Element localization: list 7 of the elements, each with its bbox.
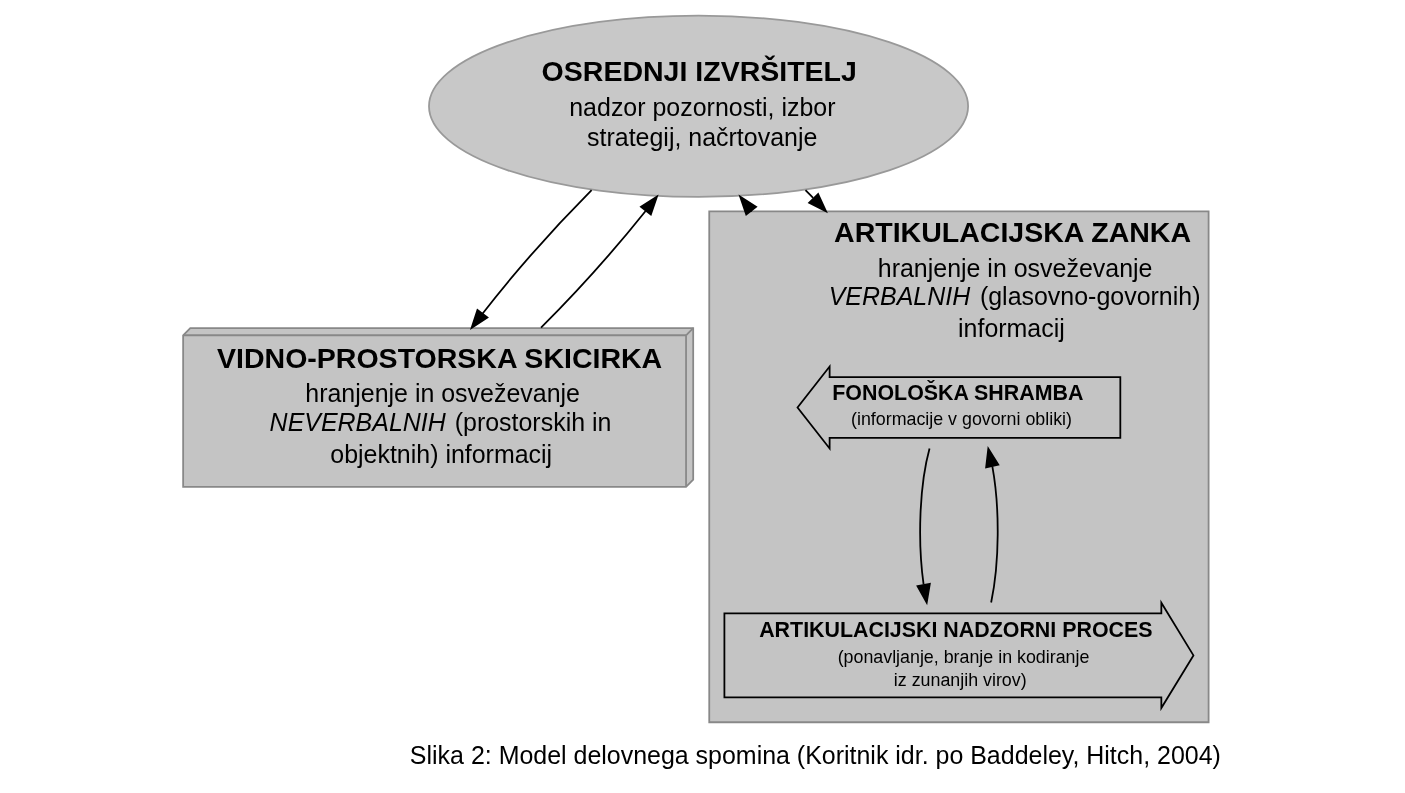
arrow: [738, 194, 758, 216]
arrow: [915, 447, 931, 606]
caption: Slika 2: Model delovnega spomina (Koritnik idr. po Baddeley, Hitch, 2004): [409, 740, 1221, 769]
arrow: [469, 189, 592, 331]
arrow: [804, 189, 828, 214]
arrow: [984, 445, 1000, 604]
arrow: [539, 194, 659, 329]
